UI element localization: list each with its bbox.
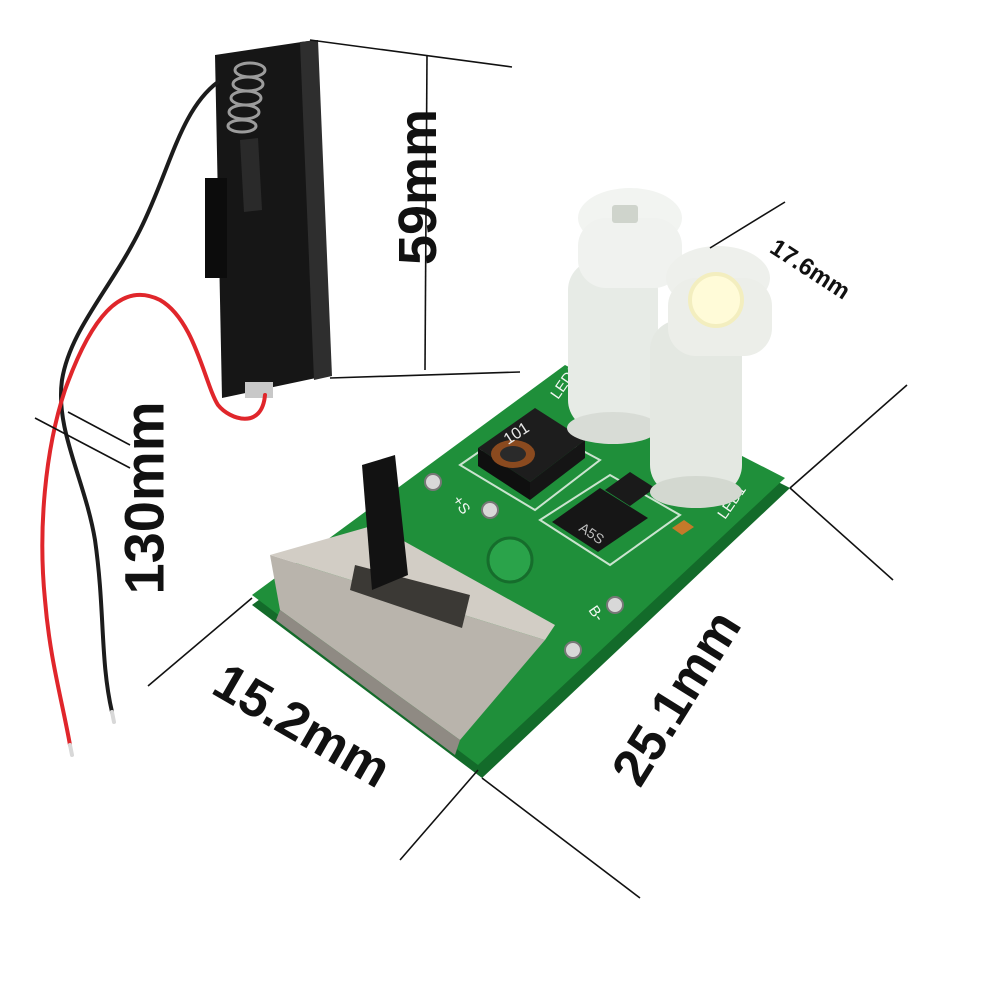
dimension-lines	[34, 39, 908, 899]
spring-contact	[226, 61, 267, 134]
battery-holder-rail	[205, 178, 227, 278]
switch-body-front	[276, 610, 460, 755]
pad-hole-1	[424, 473, 442, 491]
pad-hole-2	[481, 501, 499, 519]
pad-hole-3	[606, 596, 624, 614]
dim-line-59-vert	[424, 54, 428, 371]
bottom-contact	[245, 382, 273, 398]
dim-line-251-a	[789, 487, 894, 581]
slide-switch	[270, 455, 555, 755]
dim-line-59-bottom	[329, 371, 521, 379]
wire-red	[40, 293, 267, 747]
ic-large	[552, 488, 648, 552]
dim-line-176-a	[709, 201, 786, 249]
smd-resistor	[672, 520, 694, 535]
led-right	[650, 246, 772, 508]
led-left-window	[612, 205, 638, 223]
dim-line-130-a	[34, 417, 131, 469]
wires	[40, 80, 267, 757]
inductor: 101	[478, 408, 585, 500]
switch-lever	[362, 455, 408, 590]
switch-body-face	[270, 555, 545, 740]
dimension-label-cable-length: 130mm	[112, 401, 176, 595]
battery-holder-side	[300, 40, 332, 380]
dim-line-130-b	[67, 411, 131, 446]
wire-black	[59, 80, 220, 714]
dim-line-59-top	[309, 39, 513, 68]
mount-hole	[486, 536, 534, 584]
ic-small	[605, 472, 655, 506]
dim-line-152-a	[147, 597, 253, 687]
battery-holder-body	[215, 40, 330, 398]
dimension-label-holder-height: 59mm	[388, 108, 449, 266]
dim-line-176-b	[789, 384, 908, 489]
dim-line-152-b	[399, 769, 479, 861]
pad-hole-4	[564, 641, 582, 659]
battery-holder-tab	[240, 138, 262, 212]
led-left	[567, 188, 682, 444]
led-glow	[688, 272, 744, 328]
ic-chips: A5S	[552, 472, 694, 552]
dim-line-251-b	[481, 777, 641, 899]
battery-holder	[205, 40, 332, 398]
wire-black-tip	[110, 710, 116, 724]
wire-red-tip	[68, 743, 74, 757]
